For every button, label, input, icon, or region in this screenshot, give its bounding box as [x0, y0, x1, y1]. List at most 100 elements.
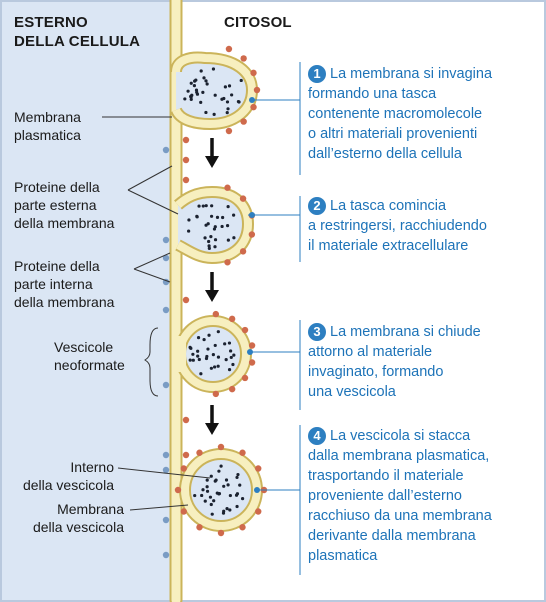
label-plasma-membrane: Membrana plasmatica [14, 108, 81, 144]
inner-protein [162, 466, 170, 474]
cargo-dot [216, 355, 221, 359]
cargo-dot [221, 215, 225, 220]
label-line: della membrana [14, 215, 115, 231]
outer-protein [250, 103, 257, 111]
cargo-dot [210, 204, 214, 208]
outer-protein [239, 449, 246, 456]
cargo-dot [239, 78, 243, 83]
cargo-dot [199, 69, 203, 73]
step-line: contenente macromolecole [308, 106, 483, 122]
cargo-dot [213, 225, 217, 229]
cargo-dot [202, 76, 206, 80]
cargo-dot [205, 485, 209, 489]
label-line: parte interna [14, 276, 93, 292]
step-line: invaginato, formando [308, 364, 444, 380]
label-new-vesicles: Vescicole neoformate [54, 338, 125, 374]
label-leaders [102, 116, 211, 511]
cargo-dot [228, 493, 232, 498]
down-arrow-icon [205, 138, 219, 168]
cargo-dot [209, 366, 213, 370]
cargo-dot [235, 475, 239, 480]
cargo-dot [188, 345, 192, 349]
cargo-dot [222, 484, 226, 488]
cargo-dot [213, 93, 217, 97]
cargo-dot [240, 497, 245, 501]
outer-protein [174, 486, 182, 494]
cargo-dot [186, 89, 190, 93]
cargo-dot [199, 100, 203, 104]
cargo-dot [232, 236, 236, 240]
cargo-dot [227, 368, 232, 372]
inner-membrane-proteins [162, 146, 170, 559]
cargo-dot [203, 499, 207, 503]
step-line: a restringersi, racchiudendo [308, 218, 487, 234]
outer-protein [182, 176, 190, 184]
cargo-dot [227, 341, 232, 345]
outer-protein [225, 127, 233, 135]
outer-protein [212, 310, 220, 318]
cargo-dot [228, 508, 232, 512]
cargo-dot [237, 100, 241, 104]
cargo-dot [224, 478, 229, 482]
outer-protein [224, 184, 231, 191]
cargo-dot [229, 349, 233, 353]
outer-protein [224, 259, 231, 266]
cargo-dot [220, 97, 224, 101]
inner-protein [162, 451, 170, 459]
cargo-dot [188, 358, 192, 362]
cargo-dot [227, 84, 232, 88]
header-outside: ESTERNO DELLA CELLULA [14, 14, 140, 50]
step-line: La membrana si chiude [330, 324, 481, 340]
cargo-dot [225, 224, 230, 228]
cargo-dot [200, 493, 204, 498]
cargo-dot [223, 85, 227, 89]
cargo-dot [215, 491, 219, 495]
outer-protein [228, 385, 236, 393]
cargo-dot [194, 78, 198, 82]
cargo-dot [215, 215, 220, 219]
cargo-dot [196, 349, 200, 353]
header-cytosol: CITOSOL [224, 14, 292, 31]
vesicle-closing [174, 315, 252, 393]
outer-protein [248, 359, 256, 366]
step-line: formando una tasca [308, 86, 437, 102]
cargo-dot [207, 244, 211, 248]
cargo-dot [232, 353, 236, 357]
cargo-dot [220, 224, 224, 229]
cargo-dot [201, 488, 205, 492]
outer-protein [241, 374, 249, 382]
cargo-dot [204, 223, 208, 227]
step-line: proveniente dall’esterno [308, 488, 462, 504]
cargo-dot [238, 483, 242, 487]
header-outside-line1: ESTERNO [14, 14, 88, 31]
cargo-dot [226, 205, 230, 209]
inner-protein [162, 146, 170, 154]
cargo-dot [196, 335, 201, 340]
cargo-dot [231, 362, 235, 367]
cargo-dot [225, 507, 229, 511]
cargo-dot [236, 472, 240, 477]
label-line: della vescicola [22, 477, 114, 493]
cargo-dot [226, 107, 230, 111]
outer-protein [240, 55, 247, 62]
step-line: una vescicola [308, 384, 396, 400]
cargo-dot [187, 229, 191, 233]
cargo-dot [192, 84, 197, 88]
label-vesicle-inside: Interno della vescicola [14, 458, 114, 494]
step-line: La tasca comincia [330, 198, 447, 214]
outer-protein [182, 136, 190, 144]
cargo-dot [217, 469, 221, 473]
label-inner-proteins: Proteine della parte interna della membr… [14, 257, 114, 311]
inner-protein [162, 516, 170, 524]
outer-protein [182, 156, 190, 164]
outer-protein [180, 508, 187, 515]
step-2-badge: 2 [308, 197, 326, 215]
cargo-dot [204, 79, 208, 83]
cargo-dot [201, 90, 205, 94]
outer-protein [255, 508, 262, 515]
outer-protein [180, 465, 187, 472]
cargo-dot [183, 97, 187, 101]
cargo-dot [209, 474, 213, 478]
